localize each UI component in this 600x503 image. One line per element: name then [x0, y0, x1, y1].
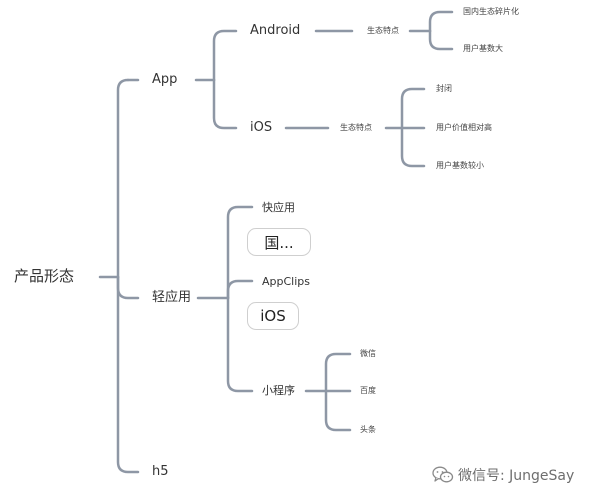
node-android-item-1[interactable]: 国内生态碎片化 — [463, 7, 519, 16]
node-android-feature[interactable]: 生态特点 — [367, 26, 399, 35]
connector-root-h5 — [116, 275, 140, 474]
node-mini-item-3[interactable]: 头条 — [360, 425, 376, 434]
node-mini-item-1[interactable]: 微信 — [360, 349, 376, 358]
node-ios-item-1[interactable]: 封闭 — [436, 84, 452, 93]
connector-root-app — [116, 78, 130, 279]
wechat-icon — [432, 466, 454, 483]
note-tag-quick-app[interactable]: 国... — [247, 228, 311, 256]
node-android[interactable]: Android — [250, 23, 301, 38]
node-appclips[interactable]: AppClips — [262, 275, 310, 288]
node-ios-item-3[interactable]: 用户基数较小 — [436, 161, 484, 170]
watermark-text: 微信号: JungeSay — [458, 468, 575, 484]
node-app[interactable]: App — [152, 72, 178, 87]
connector-root-light — [116, 275, 140, 300]
node-quick-app[interactable]: 快应用 — [262, 201, 295, 214]
node-ios-feature[interactable]: 生态特点 — [340, 123, 372, 132]
node-ios-item-2[interactable]: 用户价值相对高 — [436, 123, 492, 132]
node-ios[interactable]: iOS — [250, 120, 273, 135]
note-tag-appclips[interactable]: iOS — [247, 302, 299, 330]
root-node[interactable]: 产品形态 — [14, 267, 75, 285]
node-h5[interactable]: h5 — [152, 464, 169, 479]
node-android-item-2[interactable]: 用户基数大 — [463, 44, 503, 53]
node-mini-item-2[interactable]: 百度 — [360, 386, 376, 395]
node-light-app[interactable]: 轻应用 — [152, 290, 192, 305]
watermark: 微信号: JungeSay — [432, 465, 574, 485]
node-mini-program[interactable]: 小程序 — [262, 384, 295, 397]
